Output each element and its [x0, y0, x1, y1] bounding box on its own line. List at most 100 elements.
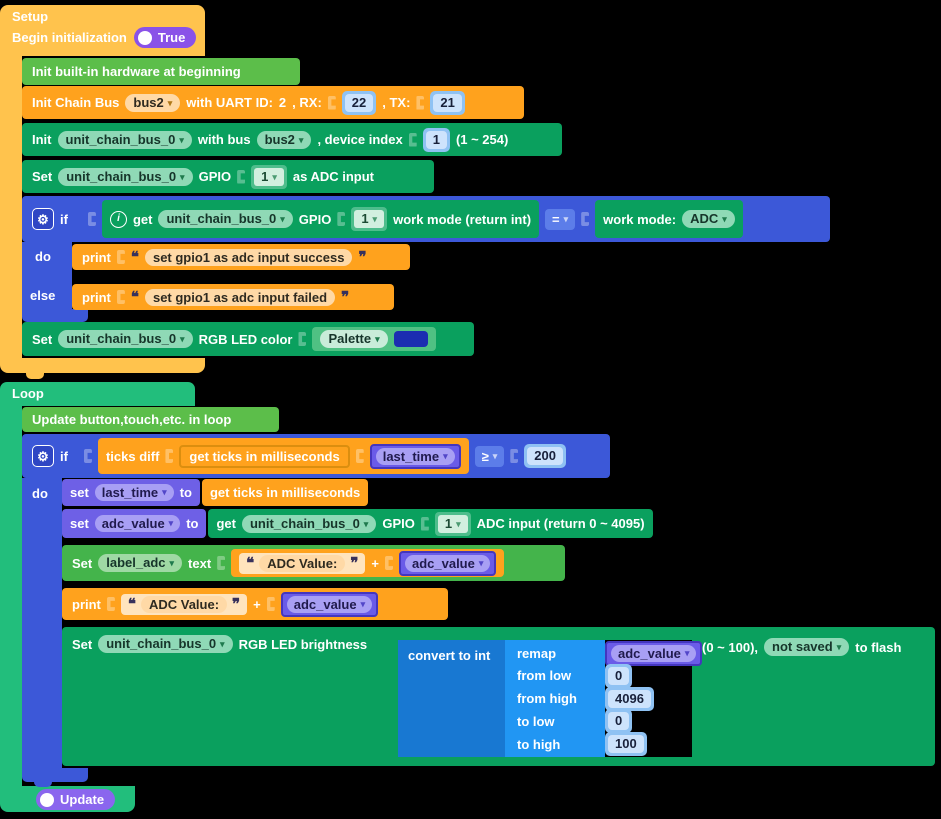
if-block-spine[interactable] — [22, 478, 62, 768]
bus-dropdown[interactable]: bus2 ▾ — [125, 93, 181, 112]
save-mode-dropdown[interactable]: not saved ▾ — [764, 638, 850, 656]
color-swatch[interactable] — [393, 331, 428, 347]
if-block-footer[interactable] — [22, 768, 88, 782]
work-mode-value-block[interactable]: work mode: ADC ▾ — [595, 200, 743, 238]
init-chain-bus-block[interactable]: Init Chain Bus bus2 ▾ with UART ID: 2 , … — [22, 86, 524, 119]
string-concat-block[interactable]: ❝ ADC Value: ❞ + adc_value ▾ — [231, 549, 505, 577]
update-toggle[interactable]: Update — [36, 789, 116, 810]
number-field[interactable]: 21 — [433, 93, 462, 112]
string-field[interactable]: set gpio1 as adc input failed — [144, 288, 336, 306]
string-field[interactable]: ADC Value: — [140, 595, 228, 613]
number-field[interactable]: 100 — [608, 735, 644, 753]
number-block[interactable]: 100 — [605, 732, 647, 756]
bus-dropdown[interactable]: bus2 ▾ — [256, 130, 312, 149]
label-dropdown[interactable]: label_adc ▾ — [98, 554, 183, 572]
begin-initialization-toggle[interactable]: True — [133, 27, 197, 48]
init-unit-block[interactable]: Init unit_chain_bus_0 ▾ with bus bus2 ▾ … — [22, 123, 562, 156]
if-block-header[interactable]: ⚙ if i get unit_chain_bus_0 ▾ GPIO 1 ▾ w… — [22, 196, 830, 242]
string-field[interactable]: set gpio1 as adc input success — [144, 248, 353, 266]
number-field[interactable]: 4096 — [608, 689, 651, 708]
string-block[interactable]: ❝ ADC Value: ❞ — [120, 593, 248, 615]
work-mode-dropdown[interactable]: ADC ▾ — [682, 210, 735, 228]
set-variable-block[interactable]: set adc_value ▾ to — [62, 509, 207, 538]
if-ticks-block-header[interactable]: ⚙ if ticks diff get ticks in millisecond… — [22, 434, 610, 478]
string-field[interactable]: ADC Value: — [259, 554, 346, 572]
string-block[interactable]: ❝ ADC Value: ❞ — [239, 552, 366, 574]
variable-dropdown[interactable]: adc_value ▾ — [94, 515, 181, 532]
loop-block-footer[interactable]: Update — [0, 786, 135, 812]
info-icon[interactable]: i — [109, 210, 127, 228]
variable-dropdown[interactable]: last_time ▾ — [94, 484, 174, 501]
update-hardware-block[interactable]: Update button,touch,etc. in loop — [22, 407, 279, 432]
number-block[interactable]: 4096 — [605, 686, 654, 711]
number-field[interactable]: 22 — [344, 93, 374, 112]
number-field[interactable]: 0 — [608, 666, 630, 685]
last-time-variable-block[interactable]: last_time ▾ — [369, 443, 461, 469]
set-keyword: set — [70, 516, 89, 531]
unit-dropdown[interactable]: unit_chain_bus_0 ▾ — [58, 330, 193, 348]
set-gpio-adc-block[interactable]: Set unit_chain_bus_0 ▾ GPIO 1 ▾ as ADC i… — [22, 160, 434, 193]
gpio-dropdown-block[interactable]: 1 ▾ — [251, 164, 287, 189]
loop-block-header[interactable]: Loop — [0, 382, 195, 406]
unit-dropdown[interactable]: unit_chain_bus_0 ▾ — [98, 635, 233, 653]
gpio-dropdown-block[interactable]: 1 ▾ — [351, 207, 388, 231]
loop-block-spine[interactable] — [0, 406, 22, 786]
print-failed-block[interactable]: print ❝ set gpio1 as adc input failed ❞ — [72, 284, 394, 310]
chevron-down-icon: ▾ — [169, 558, 175, 568]
gpio-dropdown-block[interactable]: 1 ▾ — [434, 511, 471, 536]
set-rgb-color-block[interactable]: Set unit_chain_bus_0 ▾ RGB LED color Pal… — [22, 322, 474, 356]
uart-id-field[interactable]: 2 — [278, 95, 287, 110]
if-block-spine[interactable] — [22, 242, 72, 309]
print-adc-block[interactable]: print ❝ ADC Value: ❞ + adc_value ▾ — [62, 588, 448, 620]
tx-number-block[interactable]: 21 — [430, 90, 465, 115]
ticks-diff-block[interactable]: ticks diff get ticks in milliseconds las… — [97, 438, 469, 474]
unit-dropdown[interactable]: unit_chain_bus_0 ▾ — [158, 210, 293, 228]
set-rgb-brightness-block[interactable]: Set unit_chain_bus_0 ▾ RGB LED brightnes… — [62, 627, 935, 766]
get-ticks-block[interactable]: get ticks in milliseconds — [201, 479, 369, 506]
palette-color-block[interactable]: Palette ▾ — [312, 327, 436, 351]
unit-dropdown[interactable]: unit_chain_bus_0 ▾ — [57, 130, 192, 149]
param-label: to high — [517, 736, 561, 752]
comparison-operator-dropdown[interactable]: = ▾ — [545, 208, 576, 230]
remap-block[interactable]: remap adc_value ▾ from low 0 from high 4… — [505, 640, 703, 757]
init-builtin-hardware-block[interactable]: Init built-in hardware at beginning — [22, 58, 300, 85]
adc-value-variable-block[interactable]: adc_value ▾ — [605, 640, 703, 666]
chevron-down-icon: ▾ — [836, 642, 842, 652]
block-label: get ticks in milliseconds — [189, 448, 340, 464]
print-success-block[interactable]: print ❝ set gpio1 as adc input success ❞ — [72, 244, 410, 270]
block-label: work mode (return int) — [393, 211, 532, 227]
number-block[interactable]: 0 — [605, 709, 633, 734]
number-field[interactable]: 1 — [425, 130, 447, 149]
number-block[interactable]: 0 — [605, 663, 633, 688]
gear-icon[interactable]: ⚙ — [32, 445, 54, 467]
set-variable-block[interactable]: set last_time ▾ to — [62, 479, 200, 506]
dropdown-value: bus2 — [264, 131, 295, 147]
set-last-time-block[interactable]: set last_time ▾ to get ticks in millisec… — [62, 479, 369, 506]
adc-value-variable-block[interactable]: adc_value ▾ — [280, 591, 379, 617]
unit-dropdown[interactable]: unit_chain_bus_0 ▾ — [241, 514, 377, 533]
get-work-mode-block[interactable]: i get unit_chain_bus_0 ▾ GPIO 1 ▾ work m… — [101, 200, 540, 238]
convert-to-int-block[interactable]: convert to int — [398, 640, 505, 757]
number-field[interactable]: 0 — [608, 712, 630, 731]
rx-number-block[interactable]: 22 — [341, 90, 377, 115]
operator-value: = — [552, 211, 560, 227]
palette-dropdown[interactable]: Palette ▾ — [320, 330, 388, 348]
threshold-number-block[interactable]: 200 — [524, 444, 566, 468]
value-input-cavity: convert to int remap adc_value ▾ from lo… — [398, 640, 703, 757]
adc-value-variable-block[interactable]: adc_value ▾ — [398, 550, 497, 576]
set-label-text-block[interactable]: Set label_adc ▾ text ❝ ADC Value: ❞ + ad… — [62, 545, 565, 581]
setup-block-footer[interactable] — [0, 358, 205, 373]
setup-block-header[interactable]: Setup Begin initialization True — [0, 5, 205, 56]
set-adc-value-block[interactable]: set adc_value ▾ to get unit_chain_bus_0 … — [62, 509, 653, 538]
gear-icon[interactable]: ⚙ — [32, 208, 54, 230]
number-field[interactable]: 200 — [527, 447, 563, 465]
device-index-block[interactable]: 1 — [422, 127, 450, 152]
setup-block-spine[interactable] — [0, 56, 22, 358]
unit-dropdown[interactable]: unit_chain_bus_0 ▾ — [58, 167, 193, 186]
if-block-footer[interactable] — [22, 309, 88, 322]
comparison-operator-dropdown[interactable]: ≥ ▾ — [474, 445, 505, 467]
variable-name: adc_value — [101, 516, 165, 531]
get-ticks-block[interactable]: get ticks in milliseconds — [179, 444, 350, 468]
get-adc-input-block[interactable]: get unit_chain_bus_0 ▾ GPIO 1 ▾ ADC inpu… — [208, 509, 653, 538]
